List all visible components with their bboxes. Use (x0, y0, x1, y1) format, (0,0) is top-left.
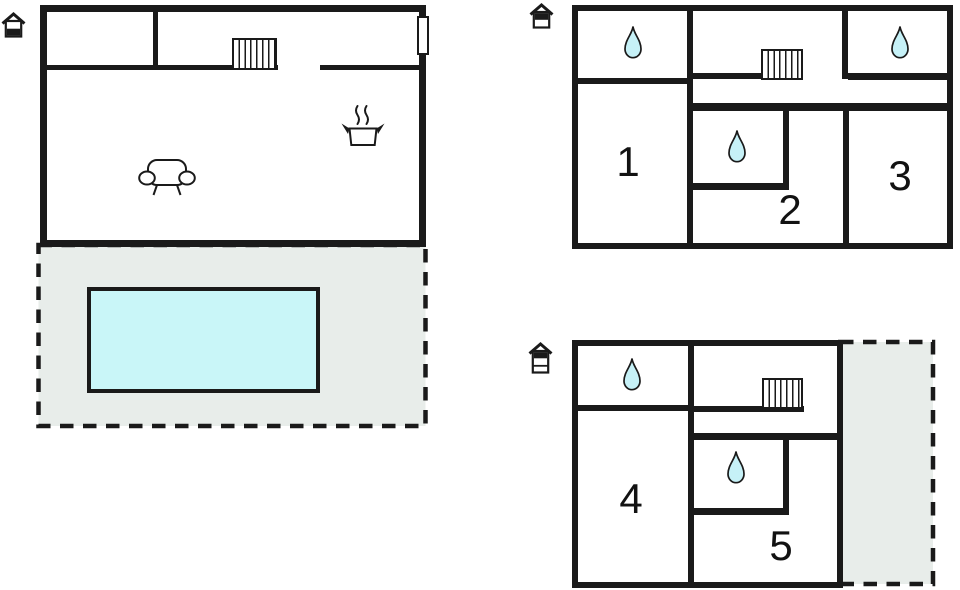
ground-floor-plan (40, 5, 429, 247)
wall-segment (783, 111, 789, 190)
stairs-icon (761, 49, 803, 80)
wall-segment (320, 65, 419, 70)
room-label-2: 2 (778, 186, 802, 233)
window-icon (417, 16, 429, 55)
water-drop-icon (727, 451, 745, 484)
wall-segment (694, 508, 789, 515)
room-label-5: 5 (769, 522, 793, 569)
water-drop-icon (624, 26, 642, 59)
sofa-icon (138, 159, 196, 196)
stairs-icon (232, 38, 277, 70)
wall-segment (842, 11, 848, 79)
wall-segment (687, 103, 947, 111)
wall-segment (153, 12, 158, 70)
house-top-floor-icon (528, 342, 553, 374)
house-first-floor-icon (529, 3, 554, 29)
wall-segment (687, 11, 693, 243)
stairs-icon (762, 378, 803, 409)
wall-segment (694, 406, 804, 412)
water-drop-icon (623, 358, 641, 391)
room-label-4: 4 (619, 475, 643, 522)
wall-segment (688, 346, 694, 582)
water-drop-icon (728, 130, 746, 163)
wall-segment (693, 73, 763, 79)
top-floor-plan: 4 5 (572, 340, 843, 588)
cooking-pot-icon (341, 105, 385, 146)
room-label-3: 3 (888, 152, 912, 199)
swimming-pool (87, 287, 320, 393)
wall-segment (578, 78, 687, 84)
wall-segment (47, 65, 278, 70)
wall-segment (843, 111, 849, 243)
house-ground-floor-icon (1, 12, 26, 38)
first-floor-plan: 1 2 3 (572, 5, 953, 249)
wall-segment (848, 73, 947, 80)
wall-segment (688, 433, 837, 440)
top-floor-terrace-area (838, 339, 936, 587)
wall-segment (783, 440, 789, 515)
terrace-dashed-border (838, 339, 936, 587)
wall-segment (578, 405, 688, 411)
water-drop-icon (891, 26, 909, 59)
room-label-1: 1 (616, 138, 640, 185)
wall-segment (693, 183, 789, 190)
